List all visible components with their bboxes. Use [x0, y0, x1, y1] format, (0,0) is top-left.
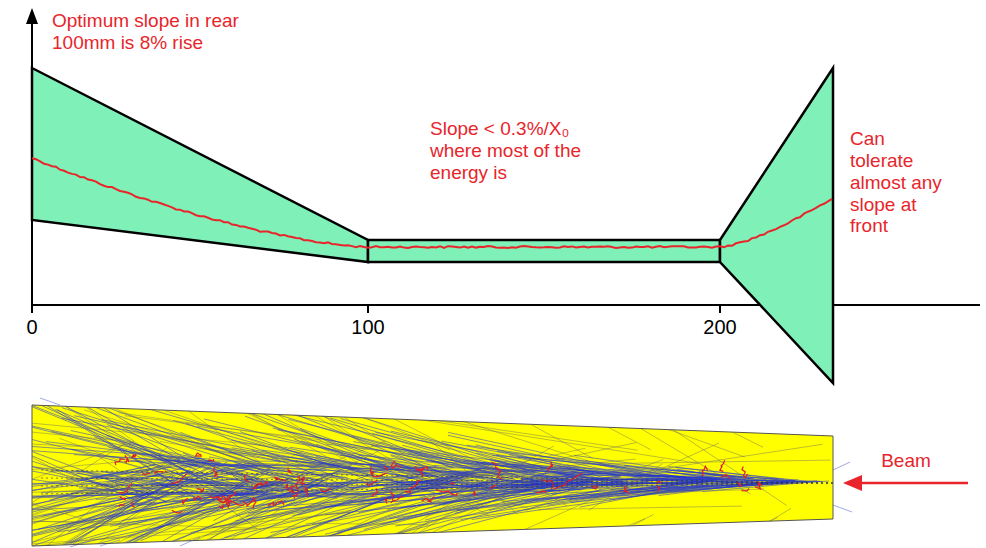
x-axis — [32, 304, 980, 306]
tick — [31, 305, 33, 313]
escaping-tracks — [40, 398, 852, 547]
tolerance-band — [720, 68, 833, 383]
calorimeter-outline — [32, 405, 833, 546]
note: Optimum slope in rear 100mm is 8% rise — [52, 10, 282, 54]
axis-tick-label: 0 — [26, 316, 37, 339]
note: Slope < 0.3%/X₀ where most of the energy… — [430, 118, 615, 184]
beam-arrowhead — [843, 475, 862, 491]
shower-tracks — [0, 291, 833, 548]
beam-label: Beam — [881, 450, 931, 472]
note: Can tolerate almost any slope at front — [850, 128, 952, 237]
tolerance-band — [32, 68, 368, 262]
tick — [719, 305, 721, 313]
axis-arrowhead — [26, 8, 38, 24]
tick — [367, 305, 369, 313]
beam-arrow — [858, 482, 968, 485]
tolerance-band — [368, 240, 720, 262]
axis-tick-label: 100 — [351, 316, 384, 339]
axis-tick-label: 200 — [703, 316, 736, 339]
